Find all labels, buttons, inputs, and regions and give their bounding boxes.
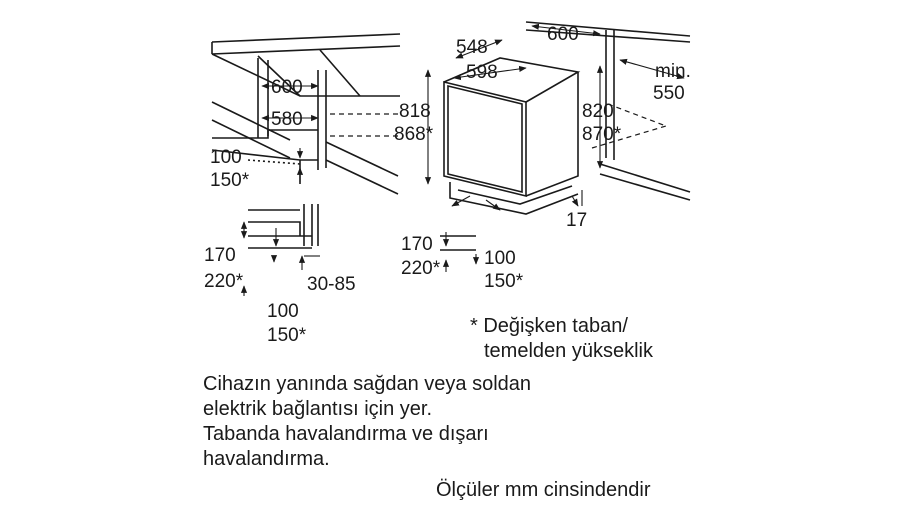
dim-600-right: 600: [547, 24, 579, 45]
dim-150-left: 150*: [210, 170, 250, 191]
variable-height-note-line2: temelden yükseklik: [484, 340, 653, 362]
installation-note-line3: Tabanda havalandırma ve dışarı: [203, 423, 489, 445]
dim-17: 17: [566, 210, 587, 231]
dim-150-bottom: 150*: [267, 325, 307, 346]
dim-870: 870*: [582, 124, 622, 145]
dim-868: 868*: [394, 124, 434, 145]
appliance-drawing: [424, 21, 691, 272]
dim-220-mid: 220*: [401, 258, 441, 279]
installation-notes: Cihazın yanında sağdan veya soldan elekt…: [203, 372, 531, 472]
dim-min-label: min.: [655, 61, 691, 82]
niche-drawing: [211, 33, 401, 195]
dim-100-left: 100: [210, 147, 242, 168]
dim-100-bottom: 100: [267, 301, 299, 322]
plinth-detail: [240, 204, 320, 296]
dim-598: 598: [466, 62, 498, 83]
installation-note-line1: Cihazın yanında sağdan veya soldan: [203, 373, 532, 395]
units-note: Ölçüler mm cinsindendir: [436, 479, 651, 501]
dim-220-left: 220*: [204, 271, 244, 292]
dim-818: 818: [399, 101, 431, 122]
dim-100-mid: 100: [484, 248, 516, 269]
dim-820: 820: [582, 101, 614, 122]
dim-30-85: 30-85: [307, 274, 356, 295]
installation-note-line2: elektrik bağlantısı için yer.: [203, 398, 432, 420]
variable-height-note: * Değişken taban/ temelden yükseklik: [470, 314, 653, 364]
dim-550: 550: [653, 83, 685, 104]
dim-170-mid: 170: [401, 234, 433, 255]
dim-548: 548: [456, 37, 488, 58]
variable-height-note-line1: * Değişken taban/: [470, 315, 628, 337]
dim-600-left: 600: [271, 77, 303, 98]
dim-150-mid: 150*: [484, 271, 524, 292]
dim-580: 580: [271, 109, 303, 130]
installation-note-line4: havalandırma.: [203, 448, 330, 470]
dim-170-left: 170: [204, 245, 236, 266]
